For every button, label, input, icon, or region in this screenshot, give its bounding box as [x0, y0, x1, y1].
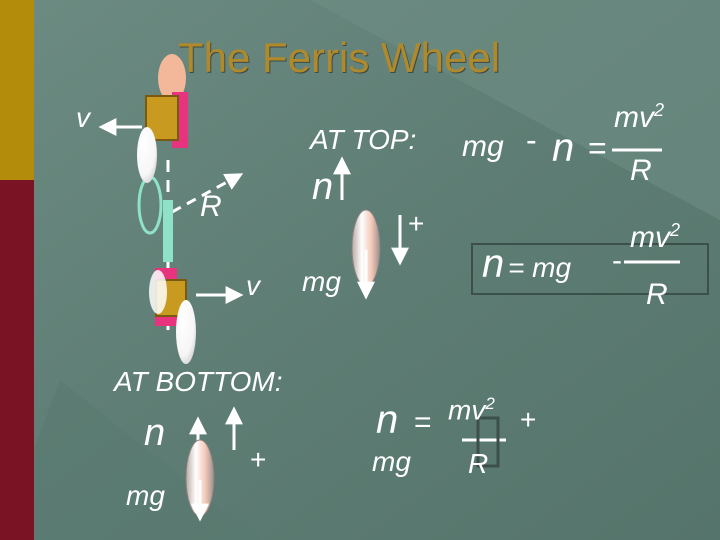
bottom-solved-equals: =: [414, 406, 432, 439]
top-eq-minus: -: [526, 122, 537, 158]
top-solved-minus: -: [612, 244, 622, 277]
radius-arrow: [171, 173, 244, 214]
left-accent-band: [0, 0, 34, 180]
left-accent-band-bottom: [0, 180, 34, 540]
top-weight-label: mg: [302, 266, 341, 297]
top-normal-force-label: n: [312, 166, 334, 208]
bottom-solved-denominator: R: [468, 448, 489, 479]
top-solved-box: [471, 243, 709, 295]
top-rider: [137, 54, 188, 183]
top-solved-numerator: mv2: [630, 220, 681, 254]
radius-label: R: [200, 190, 222, 223]
at-top-heading: AT TOP:: [310, 124, 417, 155]
bottom-solved-n: n: [376, 398, 399, 442]
bottom-solved-mg: mg: [372, 446, 411, 477]
top-eq-equals: =: [588, 130, 607, 166]
bottom-weight-label: mg: [126, 480, 165, 511]
bottom-solved-exponent: 2: [485, 394, 495, 413]
bottom-rider: [149, 268, 196, 364]
top-rider-head: [158, 54, 186, 102]
velocity-label-bottom: v: [246, 270, 260, 301]
top-eq-mg: mg: [462, 130, 504, 163]
top-solved-n: n: [482, 242, 505, 286]
top-solved-denominator: R: [646, 278, 668, 311]
top-eq-denominator: R: [630, 154, 652, 187]
bottom-fraction-box: [476, 416, 500, 468]
top-eq-exponent: 2: [654, 100, 665, 120]
bottom-solved-numerator: mv2: [448, 394, 495, 426]
velocity-label-top: v: [76, 102, 90, 133]
top-solved-exponent: 2: [670, 220, 681, 240]
top-eq-n: n: [552, 126, 575, 170]
background-facet: [310, 0, 720, 220]
bottom-normal-force-label: n: [144, 412, 166, 454]
top-eq-numerator: mv2: [614, 100, 665, 134]
bottom-positive-sign: +: [250, 444, 267, 475]
top-positive-sign: +: [408, 208, 425, 239]
slide-title: The Ferris Wheel: [178, 34, 501, 81]
bottom-rider-arm: [149, 270, 167, 314]
bottom-rider-body: [176, 300, 196, 364]
bottom-solved-plus: +: [520, 404, 537, 435]
top-solved-rhs: = mg: [508, 252, 572, 283]
top-rider-body: [137, 127, 157, 183]
at-bottom-heading: AT BOTTOM:: [114, 366, 283, 397]
